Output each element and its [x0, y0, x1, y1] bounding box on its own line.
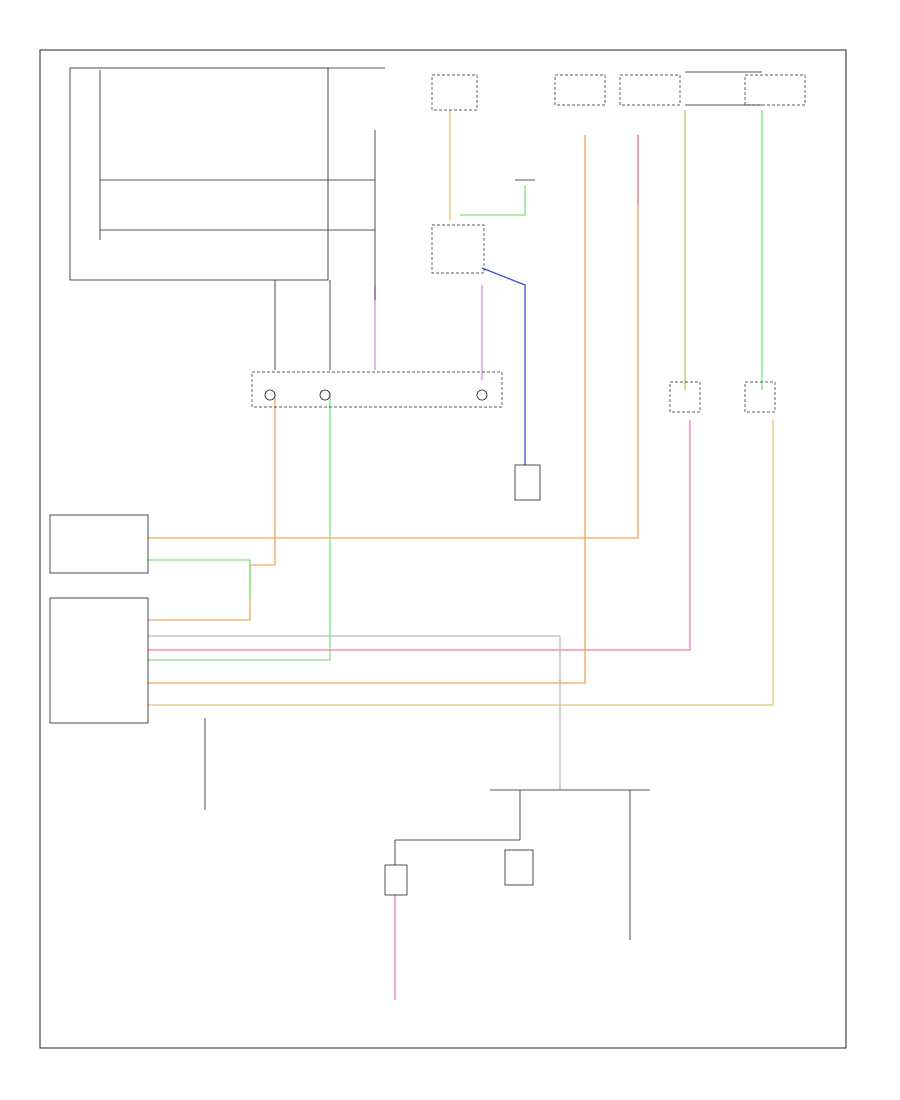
relay-module: [504, 849, 534, 886]
clockspring-connector: [251, 371, 503, 408]
wire-tan-right: [148, 420, 774, 706]
fuse-box-2: [554, 74, 606, 106]
wire-orange-fuse3: [148, 135, 586, 684]
wire-green-left: [148, 559, 251, 600]
servo-module: [384, 864, 408, 896]
fuse-box-3: [619, 74, 681, 106]
speed-control-switch: [49, 597, 149, 724]
wire-green-ground: [460, 185, 526, 216]
wire-orange-speed: [148, 395, 276, 621]
sensor-left: [669, 381, 701, 413]
wire-blue: [481, 267, 526, 465]
linework: [49, 67, 806, 940]
wires: [148, 110, 774, 1000]
wire-grey-splice: [148, 635, 561, 790]
fuse-box-4: [744, 74, 806, 106]
instrument-cluster: [49, 514, 149, 574]
wire-orange-cluster: [148, 135, 639, 539]
deactivator-switch: [514, 464, 541, 501]
wire-green-main: [148, 395, 331, 661]
fuse-box-1: [431, 74, 478, 111]
switch-box: [69, 67, 329, 281]
diagram-frame: [39, 49, 847, 1049]
wire-pink-right: [148, 420, 691, 651]
sensor-right: [744, 381, 776, 413]
brake-switch: [431, 224, 485, 274]
